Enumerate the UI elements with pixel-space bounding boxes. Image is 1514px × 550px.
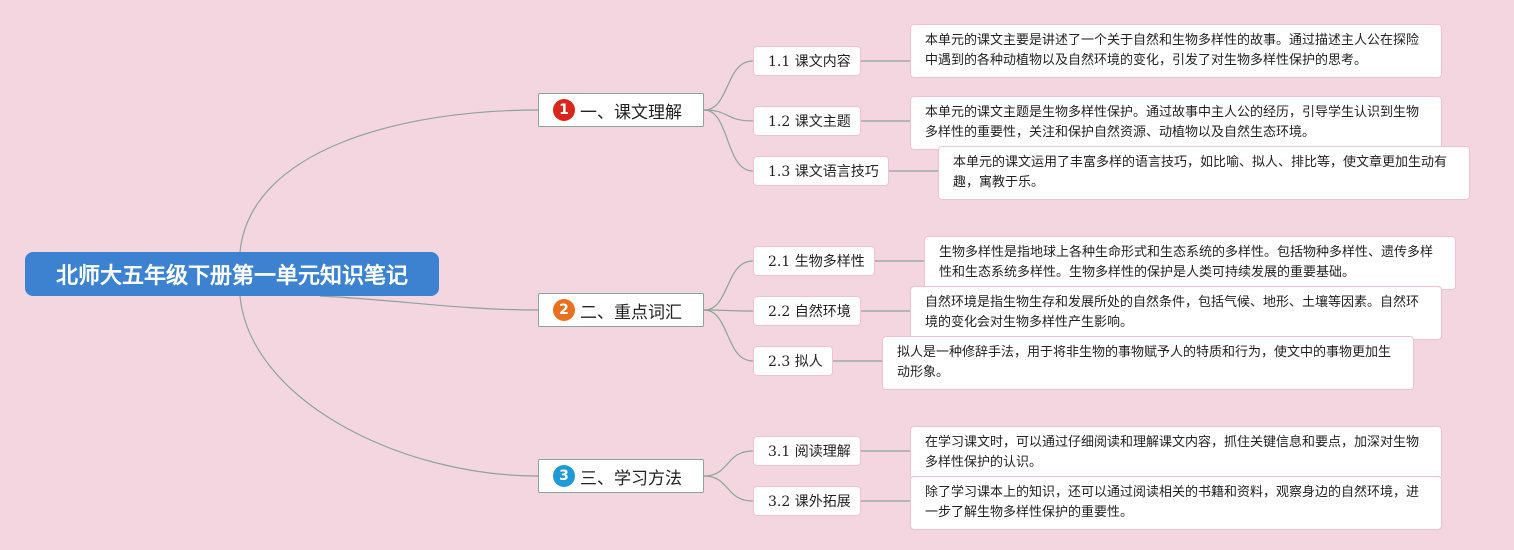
root-topic[interactable]: 北师大五年级下册第一单元知识笔记 [25,252,439,296]
connector-root-branch-3 [239,295,539,477]
item-1-3-topic[interactable]: 1.3 课文语言技巧 [753,156,889,186]
connector-branch-2-item-2 [703,309,754,312]
item-2-2-topic[interactable]: 2.2 自然环境 [753,296,861,326]
connector-root-branch-2 [319,295,539,311]
item-3-2-detail[interactable]: 除了学习课本上的知识，还可以通过阅读相关的书籍和资料，观察身边的自然环境，进一步… [910,476,1442,530]
branch-1-label: 一、课文理解 [580,102,682,123]
branch-1-topic[interactable]: 1 一、课文理解 [538,93,704,127]
item-3-1-topic[interactable]: 3.1 阅读理解 [753,436,861,466]
item-3-2-topic[interactable]: 3.2 课外拓展 [753,486,861,516]
item-2-1-detail[interactable]: 生物多样性是指地球上各种生命形式和生态系统的多样性。包括物种多样性、遗传多样性和… [924,236,1456,290]
item-2-3-detail[interactable]: 拟人是一种修辞手法，用于将非生物的事物赋予人的特质和行为，使文中的事物更加生动形… [882,336,1414,390]
connector-branch-1-item-3 [703,109,754,172]
number-1-badge-icon: 1 [553,99,575,121]
connector-branch-3-item-2 [703,475,754,502]
item-1-3-detail[interactable]: 本单元的课文运用了丰富多样的语言技巧，如比喻、拟人、排比等，使文章更加生动有趣，… [938,146,1470,200]
connector-branch-1-item-1 [703,60,754,111]
item-1-1-detail[interactable]: 本单元的课文主要是讲述了一个关于自然和生物多样性的故事。通过描述主人公在探险中遇… [910,24,1442,78]
branch-2-topic[interactable]: 2 二、重点词汇 [538,293,704,327]
branch-3-topic[interactable]: 3 三、学习方法 [538,459,704,493]
item-2-1-topic[interactable]: 2.1 生物多样性 [753,246,875,276]
number-3-badge-icon: 3 [553,465,575,487]
item-3-1-detail[interactable]: 在学习课文时，可以通过仔细阅读和理解课文内容，抓住关键信息和要点，加深对生物多样… [910,426,1442,480]
item-1-2-detail[interactable]: 本单元的课文主题是生物多样性保护。通过故事中主人公的经历，引导学生认识到生物多样… [910,96,1442,150]
branch-2-label: 二、重点词汇 [580,302,682,323]
connector-branch-2-item-3 [703,309,754,362]
connector-branch-3-item-1 [703,450,754,477]
item-2-3-topic[interactable]: 2.3 拟人 [753,346,833,376]
item-2-2-detail[interactable]: 自然环境是指生物生存和发展所处的自然条件，包括气候、地形、土壤等因素。自然环境的… [910,286,1442,340]
item-1-1-topic[interactable]: 1.1 课文内容 [753,46,861,76]
branch-3-label: 三、学习方法 [580,468,682,489]
connector-branch-2-item-1 [703,260,754,311]
number-2-badge-icon: 2 [553,299,575,321]
connector-branch-1-item-2 [703,109,754,122]
item-1-2-topic[interactable]: 1.2 课文主题 [753,106,861,136]
connector-root-branch-1 [239,109,539,253]
